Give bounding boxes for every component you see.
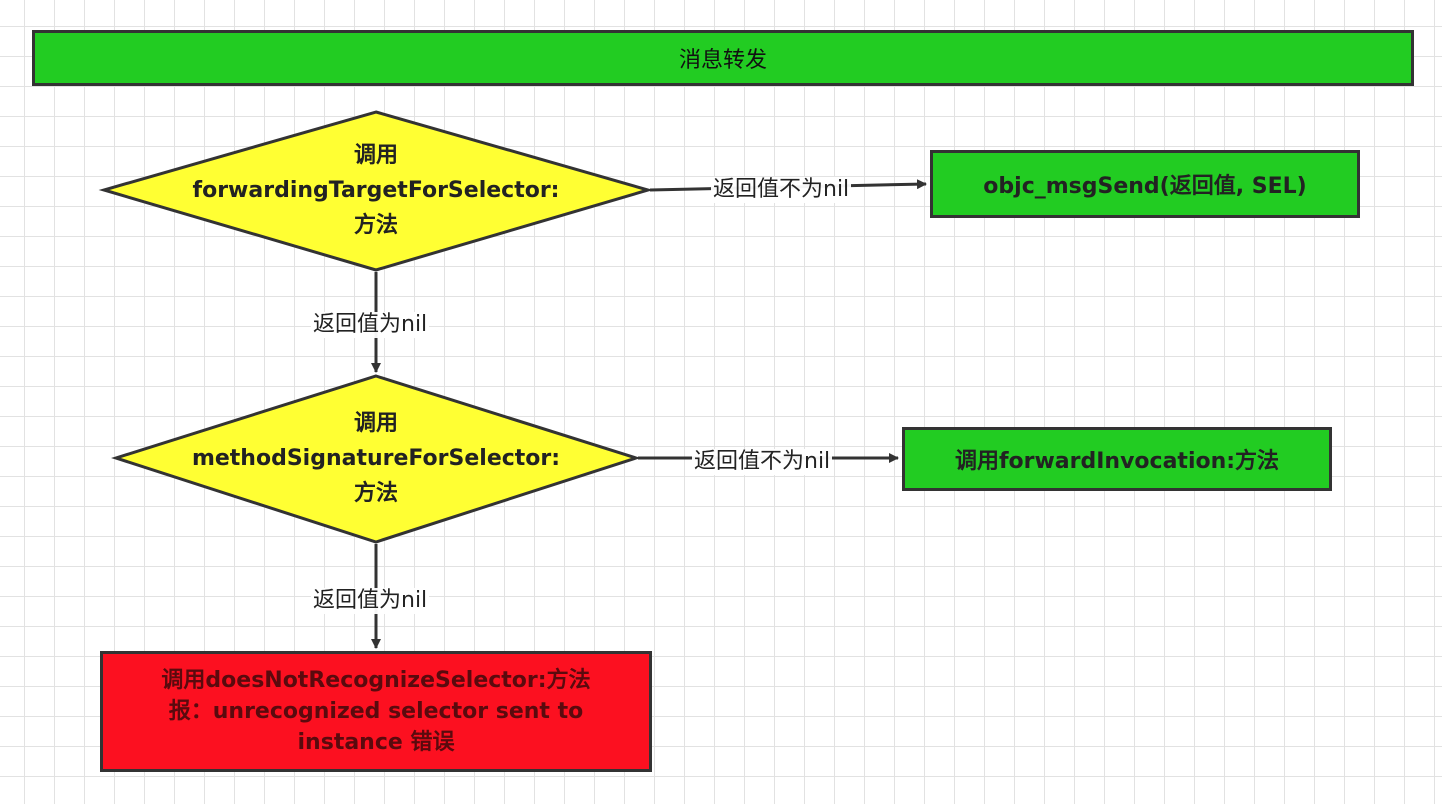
decision-2-label: 调用 methodSignatureForSelector: 方法 bbox=[166, 408, 586, 508]
error-box-line-2: 报：unrecognized selector sent to bbox=[168, 699, 584, 724]
edge-label-d1-to-d2: 返回值为nil bbox=[311, 312, 430, 338]
decision-2-line-1: 调用 bbox=[353, 410, 398, 436]
process-box-forward-invocation-text: 调用forwardInvocation:方法 bbox=[954, 449, 1280, 474]
process-box-msgsend: objc_msgSend(返回值, SEL) bbox=[930, 150, 1360, 218]
process-box-forward-invocation: 调用forwardInvocation:方法 bbox=[902, 427, 1332, 491]
decision-1-line-1: 调用 bbox=[353, 142, 398, 168]
process-box-msgsend-text: objc_msgSend(返回值, SEL) bbox=[983, 174, 1307, 199]
decision-diamond-1 bbox=[98, 110, 654, 272]
decision-1-label: 调用 forwardingTargetForSelector: 方法 bbox=[166, 140, 586, 240]
edge-label-d2-to-error: 返回值为nil bbox=[311, 588, 430, 614]
edge-label-d1-to-p1: 返回值不为nil bbox=[711, 177, 852, 203]
decision-2-line-3: 方法 bbox=[353, 480, 398, 506]
title-bar: 消息转发 bbox=[32, 30, 1414, 86]
decision-2-line-2: methodSignatureForSelector: bbox=[191, 445, 561, 471]
edge-label-d2-to-p2: 返回值不为nil bbox=[692, 449, 833, 475]
decision-1-line-3: 方法 bbox=[353, 212, 398, 238]
error-box-line-1: 调用doesNotRecognizeSelector:方法 bbox=[161, 668, 591, 693]
error-box: 调用doesNotRecognizeSelector:方法 报：unrecogn… bbox=[100, 651, 652, 772]
title-text: 消息转发 bbox=[678, 48, 767, 73]
decision-diamond-2 bbox=[111, 374, 641, 544]
error-box-line-3: instance 错误 bbox=[297, 730, 455, 755]
decision-1-line-2: forwardingTargetForSelector: bbox=[192, 177, 560, 203]
